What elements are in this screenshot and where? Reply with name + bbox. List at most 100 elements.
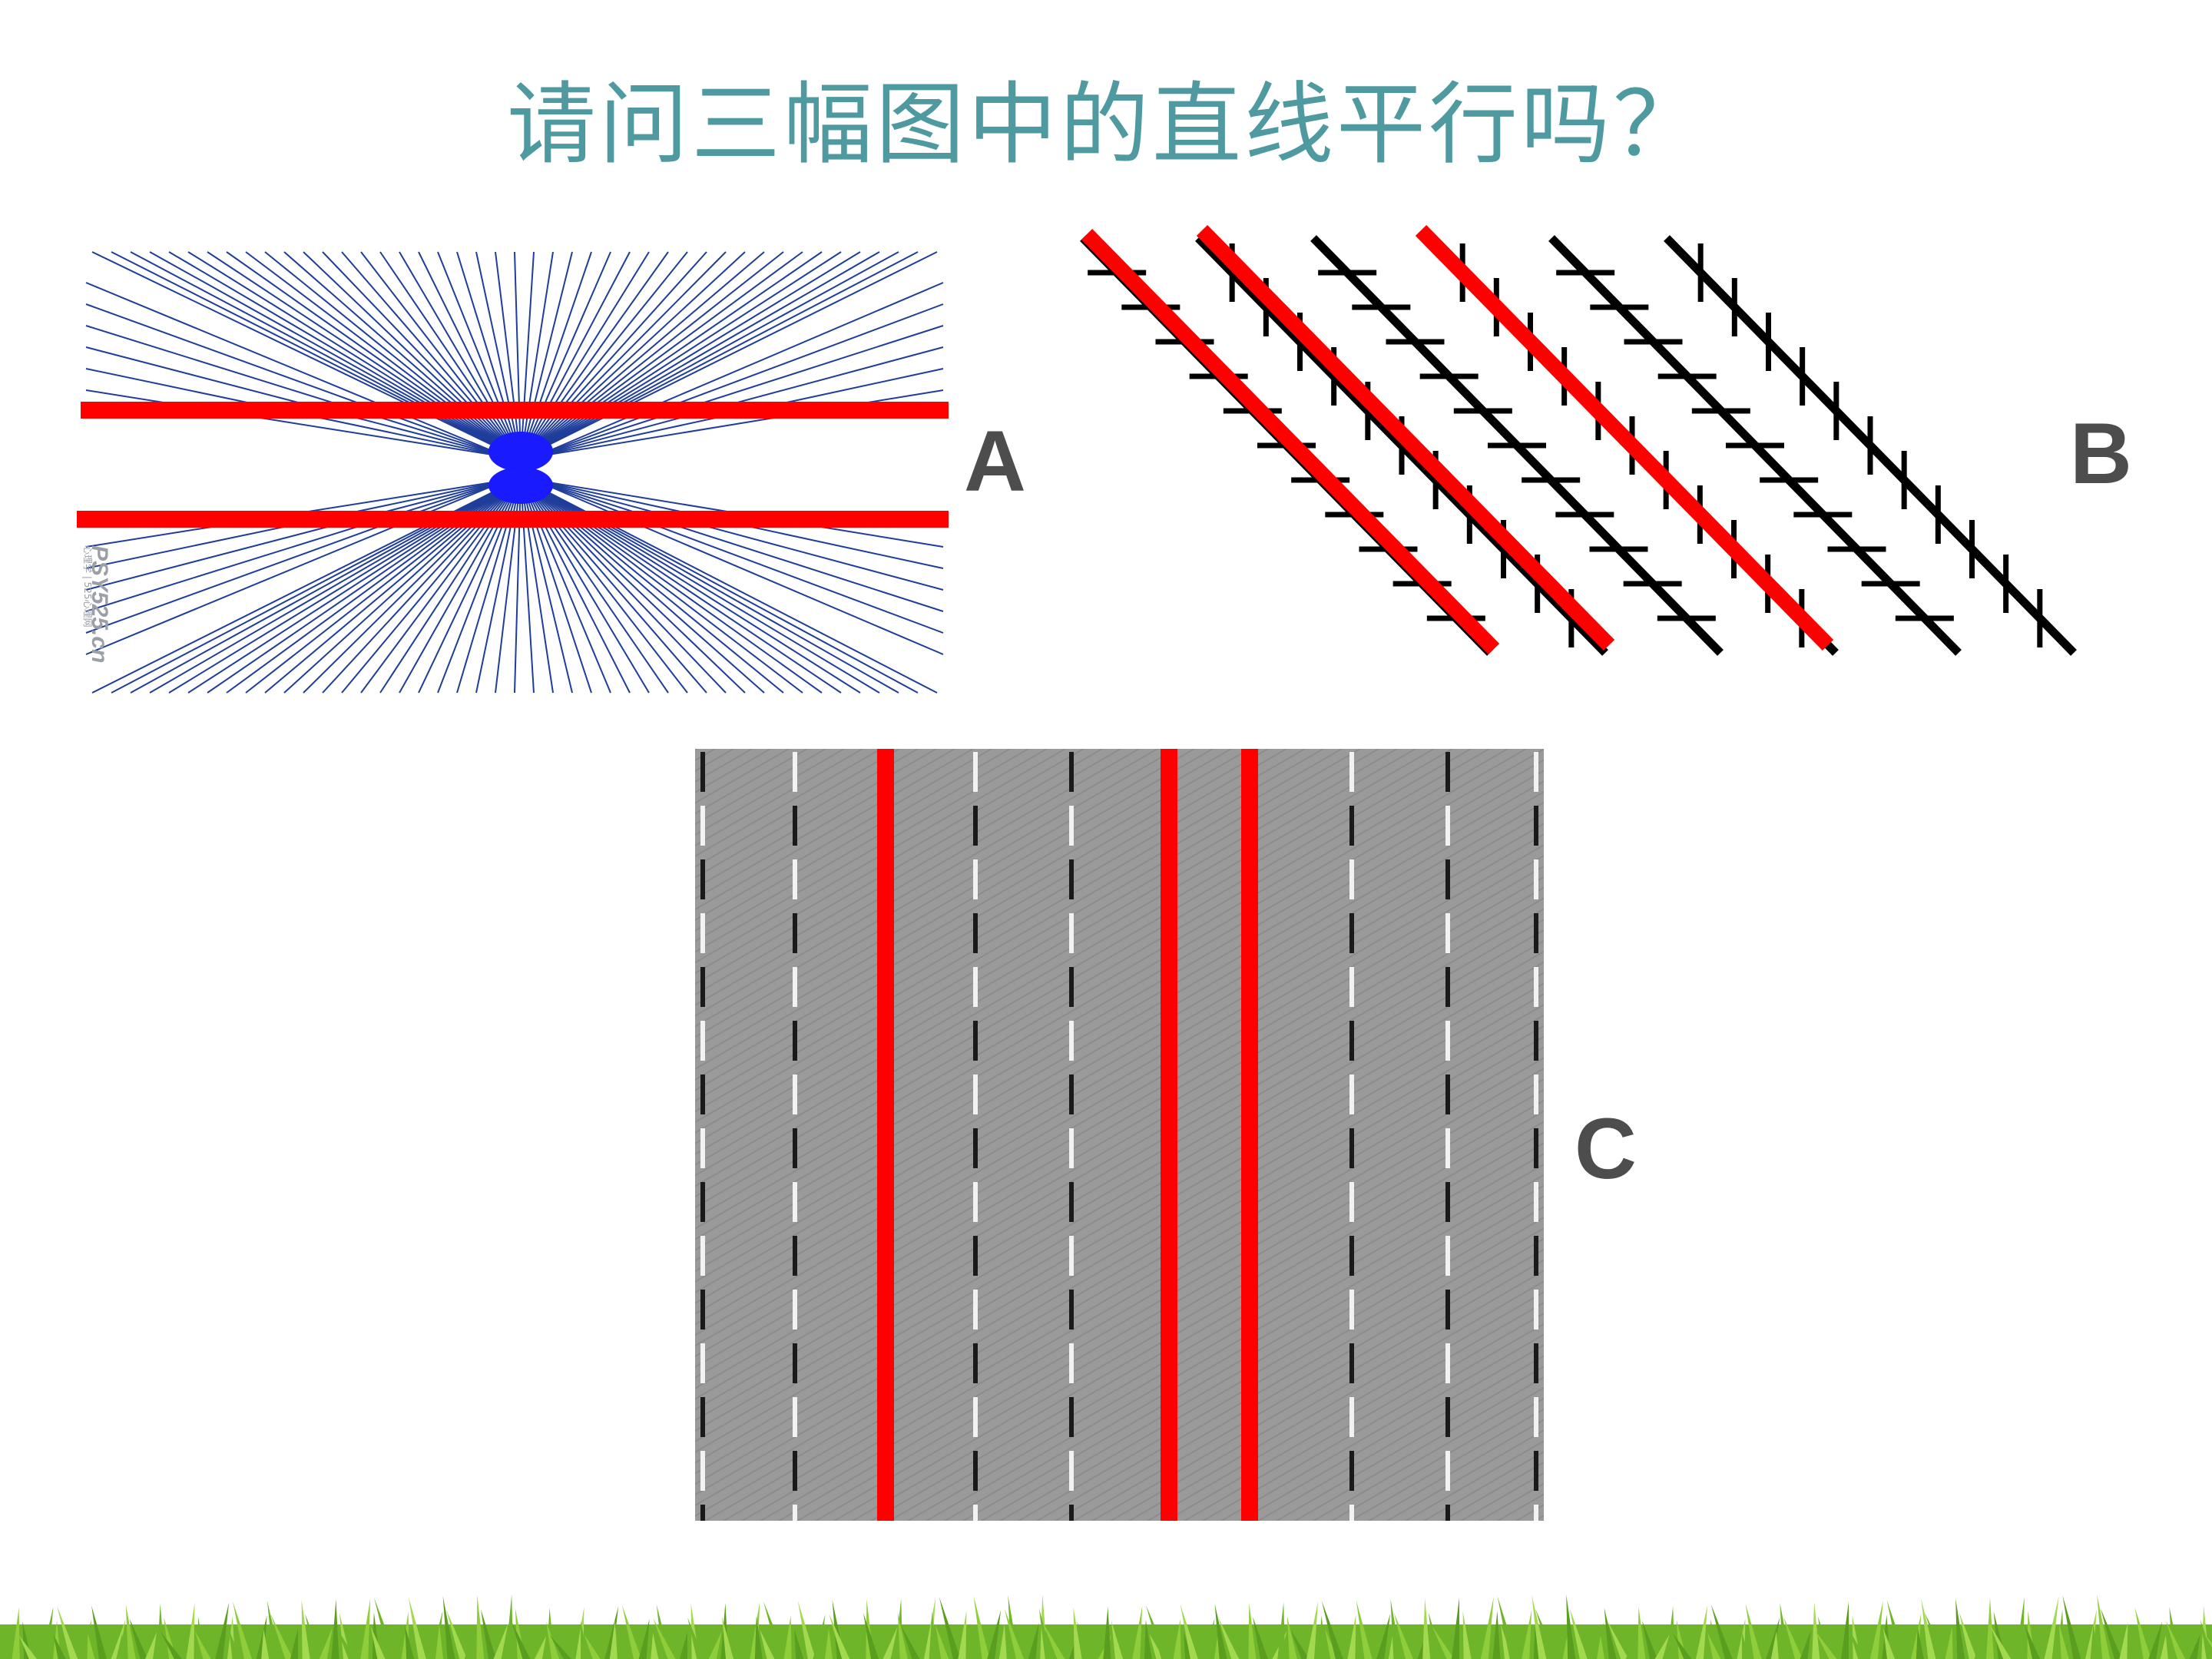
- grass-blade: [2090, 1623, 2098, 1659]
- grass-blade: [935, 1625, 949, 1659]
- grass-blade: [430, 1611, 443, 1659]
- cafe-wall-stripe-segment: [1534, 1505, 1538, 1521]
- grass-blade: [1710, 1604, 1733, 1659]
- grass-blade: [336, 1627, 356, 1659]
- grass-blade: [157, 1604, 165, 1659]
- cafe-wall-stripe-segment: [1445, 967, 1450, 1007]
- ray-line-side: [85, 325, 508, 458]
- cafe-wall-stripe-segment: [1069, 1397, 1074, 1437]
- grass-blade: [609, 1620, 618, 1659]
- grass-blade: [442, 1596, 455, 1659]
- grass-blade: [111, 1619, 126, 1659]
- cafe-wall-stripe-segment: [700, 752, 705, 792]
- cafe-wall-stripe-segment: [700, 1182, 705, 1222]
- cafe-wall-stripe-segment: [1445, 752, 1450, 792]
- grass-blade: [653, 1618, 676, 1659]
- ray-line-side: [534, 479, 944, 655]
- ray-line-top: [526, 251, 842, 455]
- grass-blade: [863, 1613, 879, 1659]
- ray-line-top: [303, 251, 518, 455]
- grass-blade: [446, 1610, 468, 1659]
- grass-blade: [1535, 1609, 1558, 1659]
- cafe-wall-stripe-segment: [1349, 859, 1354, 899]
- grass-blade: [929, 1611, 937, 1659]
- ray-line-top: [226, 251, 515, 455]
- cafe-wall-stripe-segment: [1445, 1128, 1450, 1168]
- ray-line-top: [360, 251, 518, 455]
- cafe-wall-stripe-segment: [1069, 913, 1074, 953]
- grass-blade: [1673, 1634, 1692, 1659]
- cafe-wall-stripe-segment: [1445, 1021, 1450, 1061]
- grass-blade: [1654, 1634, 1670, 1659]
- cafe-wall-stripe-segment: [1534, 967, 1538, 1007]
- grass-blade: [301, 1600, 310, 1659]
- grass-blade: [1597, 1636, 1604, 1659]
- cafe-wall-stripe-segment: [973, 913, 978, 953]
- grass-blade: [2189, 1634, 2200, 1659]
- figure-c-label: C: [1575, 1101, 1637, 1197]
- cafe-wall-stripe-segment: [1534, 1021, 1538, 1061]
- cafe-wall-stripe-segment: [1349, 1236, 1354, 1276]
- grass-blade: [2015, 1597, 2025, 1659]
- hering-illusion-graphic: PSY525.cn 心理学 | 525心理网: [77, 251, 949, 694]
- grass-blade: [1376, 1614, 1391, 1659]
- grass-blade: [476, 1595, 485, 1659]
- grass-blade: [1253, 1617, 1268, 1659]
- grass-blade: [1770, 1631, 1779, 1659]
- grass-blade: [305, 1614, 323, 1659]
- grass-blade: [1394, 1613, 1413, 1659]
- cafe-wall-stripe-segment: [973, 1182, 978, 1222]
- grass-blade: [1812, 1602, 1820, 1659]
- cafe-wall-stripe-segment: [793, 967, 797, 1007]
- cafe-wall-stripe-segment: [1349, 1021, 1354, 1061]
- ray-line-top: [168, 251, 515, 455]
- red-line-b-2: [1196, 224, 1615, 651]
- ray-line-top: [522, 251, 650, 455]
- ray-line-top: [525, 251, 784, 455]
- grass-blade: [1566, 1594, 1576, 1659]
- grass-blade: [1921, 1599, 1936, 1659]
- cafe-wall-stripe-segment: [1069, 1505, 1074, 1521]
- cafe-wall-stripe-segment: [1069, 859, 1074, 899]
- red-line-b-1: [1081, 228, 1500, 655]
- grass-blade: [1886, 1600, 1907, 1659]
- grass-blade: [1745, 1604, 1762, 1659]
- grass-blade: [973, 1596, 990, 1659]
- grass-blade: [1218, 1618, 1240, 1659]
- grass-blade: [12, 1608, 20, 1659]
- ray-line-side: [534, 325, 944, 458]
- grass-blade: [229, 1630, 240, 1659]
- grass-blade: [464, 1624, 474, 1659]
- grass-blade: [1492, 1611, 1501, 1659]
- cafe-wall-stripe-segment: [973, 1451, 978, 1491]
- ray-line-top: [525, 251, 765, 455]
- cafe-wall-stripe-segment: [1534, 859, 1538, 899]
- ray-line-top: [522, 251, 631, 455]
- ray-line-top: [456, 251, 521, 455]
- grass-blade: [512, 1622, 531, 1659]
- cafe-wall-stripe-segment: [700, 967, 705, 1007]
- grass-blade: [2134, 1608, 2151, 1659]
- grass-blade: [708, 1631, 722, 1659]
- cafe-wall-stripe-segment: [793, 1075, 797, 1114]
- ray-line-top: [341, 251, 518, 455]
- cafe-wall-stripe-segment: [1445, 1236, 1450, 1276]
- grass-blade: [319, 1628, 333, 1659]
- grass-blade: [1111, 1621, 1123, 1659]
- cafe-wall-stripe-segment: [1069, 1290, 1074, 1330]
- cafe-wall-stripe-segment: [1534, 1343, 1538, 1383]
- grass-blade: [261, 1629, 270, 1659]
- grass-blade: [794, 1629, 804, 1659]
- ray-line-top: [527, 251, 880, 455]
- grass-blade: [18, 1635, 37, 1659]
- grass-blade: [1173, 1619, 1181, 1659]
- cafe-wall-stripe-segment: [1069, 1075, 1074, 1114]
- ray-line-top: [91, 251, 513, 455]
- grass-blade: [882, 1627, 898, 1659]
- center-dot-lower: [488, 467, 553, 504]
- grass-blade: [813, 1614, 826, 1659]
- cafe-wall-stripe-segment: [793, 1182, 797, 1222]
- grass-blade: [186, 1603, 195, 1659]
- ray-line-side: [534, 479, 944, 591]
- ray-line-top: [528, 251, 899, 455]
